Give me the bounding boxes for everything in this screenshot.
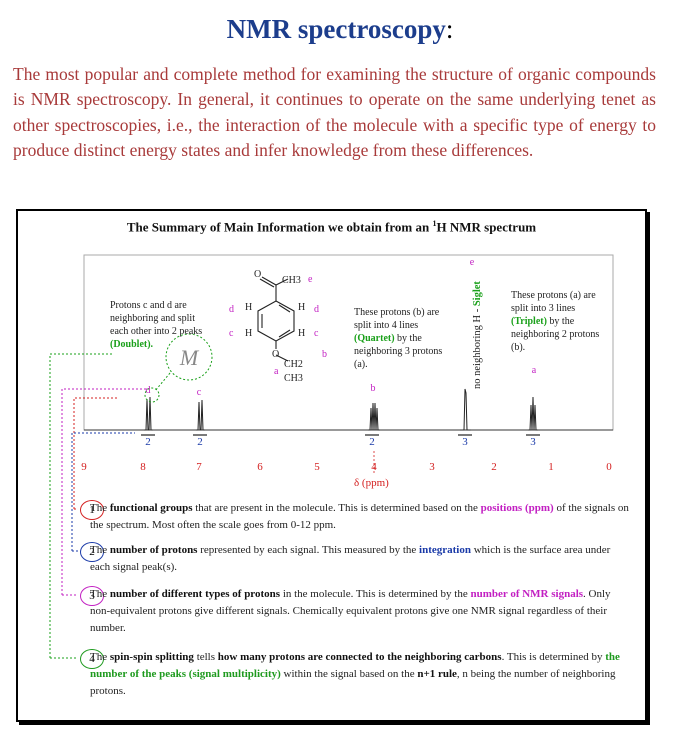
page-title: NMR spectroscopy:	[226, 14, 454, 44]
mol-label-d-left: d	[229, 304, 234, 315]
peak-c	[196, 399, 205, 431]
svg-text:O: O	[272, 349, 279, 360]
svg-text:H: H	[298, 302, 305, 313]
doublet-annotation: Protons c and d are neighboring and spli…	[110, 300, 203, 350]
item-2-text: The number of protons represented by eac…	[90, 544, 611, 573]
svg-text:H: H	[245, 302, 252, 313]
integration-a: 3	[530, 436, 536, 448]
molecule-structure	[257, 276, 295, 362]
peak-zoom-target	[144, 387, 160, 403]
svg-text:H: H	[245, 328, 252, 339]
item-1-text: The functional groups that are present i…	[90, 502, 629, 531]
peak-letter-c: c	[197, 387, 202, 398]
item-4-number: 4	[80, 649, 104, 669]
svg-text:1: 1	[548, 461, 554, 473]
integration-c: 2	[197, 436, 203, 448]
mol-label-e: e	[308, 274, 313, 285]
peak-letter-e: e	[470, 257, 475, 268]
svg-text:CH3: CH3	[282, 275, 301, 286]
triplet-annotation: These protons (a) are split into 3 lines…	[511, 290, 600, 353]
peak-a	[528, 396, 538, 431]
x-axis-ticks: 9 8 7 6 5 4 3 2 1 0	[81, 461, 612, 473]
mol-label-c-right: c	[314, 328, 319, 339]
integration-b: 2	[369, 436, 375, 448]
item-4-text: The spin-spin splitting tells how many p…	[90, 651, 620, 697]
item-3-number: 3	[80, 586, 104, 606]
svg-text:8: 8	[140, 461, 146, 473]
peak-b	[368, 402, 380, 431]
mol-label-d-right: d	[314, 304, 319, 315]
svg-text:7: 7	[196, 461, 202, 473]
svg-text:2: 2	[491, 461, 497, 473]
peak-e	[460, 388, 471, 431]
x-axis-label: δ (ppm)	[354, 477, 389, 489]
nmr-summary-figure: The Summary of Main Information we obtai…	[16, 209, 647, 722]
integration-e: 3	[462, 436, 468, 448]
zoom-glyph: M	[179, 345, 200, 370]
mol-label-a: a	[274, 366, 279, 377]
peak-d	[144, 396, 153, 431]
quartet-annotation: These protons (b) are split into 4 lines…	[354, 307, 443, 370]
svg-text:0: 0	[606, 461, 612, 473]
svg-text:CH3: CH3	[284, 373, 303, 384]
svg-text:O: O	[254, 269, 261, 280]
item-2-number: 2	[80, 542, 104, 562]
item-1-number: 1	[80, 500, 104, 520]
intro-paragraph: The most popular and complete method for…	[13, 64, 656, 161]
svg-text:H: H	[298, 328, 305, 339]
svg-text:5: 5	[314, 461, 320, 473]
peak-letter-b: b	[371, 383, 376, 394]
integration-d: 2	[145, 436, 151, 448]
peak-letter-a: a	[532, 365, 537, 376]
svg-text:6: 6	[257, 461, 263, 473]
nmr-spectrum: d c b a e 2 2 2 3 3 9 8 7 6 5 4 3 2 1 0 …	[49, 254, 614, 659]
singlet-note: no neighboring H - Siglet	[472, 281, 483, 389]
svg-text:3: 3	[429, 461, 435, 473]
mol-label-c-left: c	[229, 328, 234, 339]
svg-text:9: 9	[81, 461, 87, 473]
figure-title: The Summary of Main Information we obtai…	[126, 219, 537, 235]
peak-letter-d: d	[146, 385, 151, 396]
item-3-text: The number of different types of protons…	[90, 588, 611, 634]
zoom-circle	[165, 333, 213, 381]
mol-label-b: b	[322, 349, 327, 360]
svg-text:CH2: CH2	[284, 359, 303, 370]
